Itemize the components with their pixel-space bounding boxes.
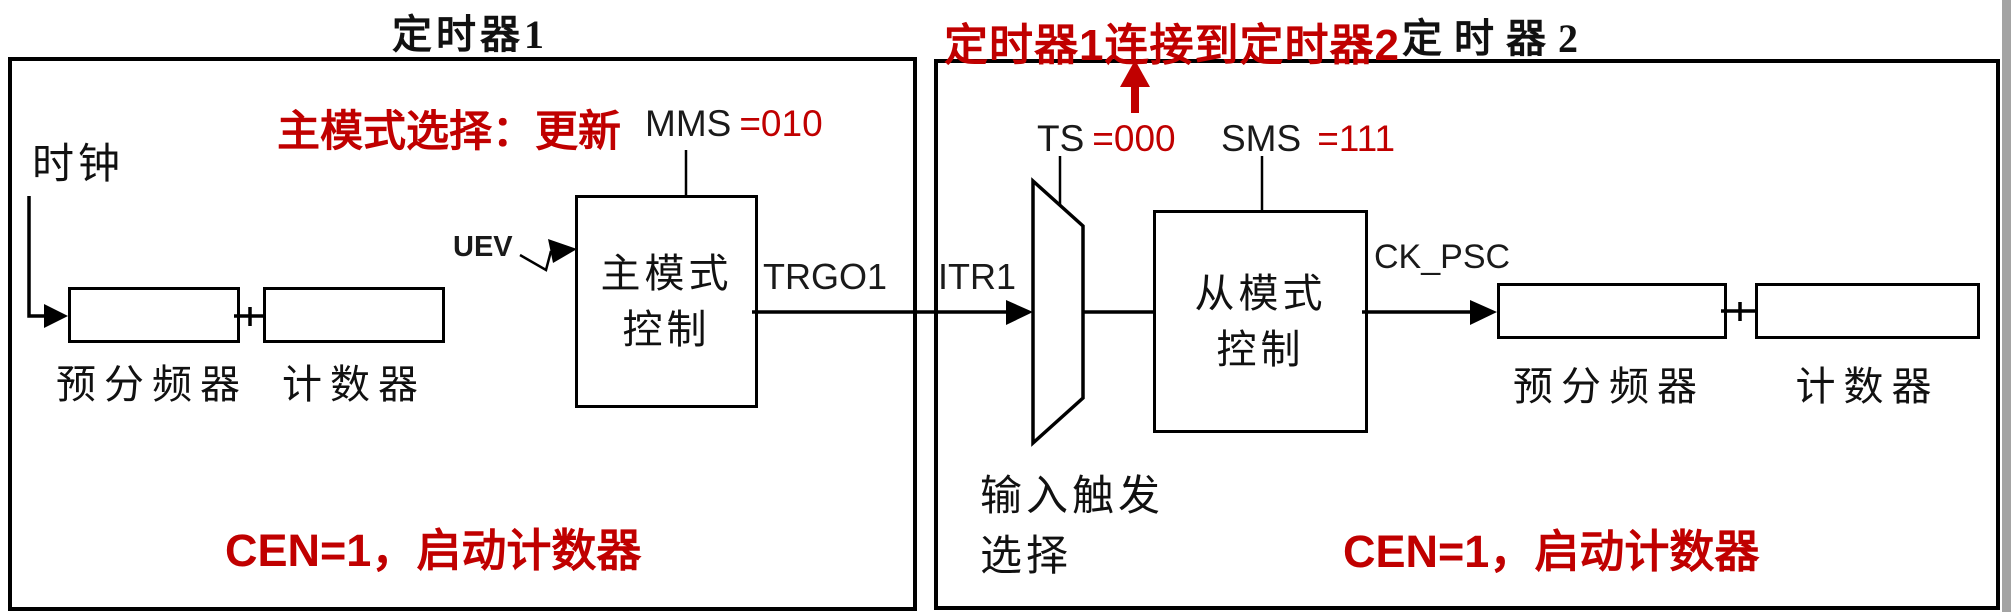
ts-value: =000 <box>1092 118 1176 159</box>
timer1-counter-box <box>263 287 445 343</box>
input-trigger-select-label-line2: 选择 <box>980 534 1073 580</box>
timer2-prescaler-label: 预分频器 <box>1513 364 1705 409</box>
master-mode-select-annotation: 主模式选择：更新 <box>277 108 621 156</box>
timer1-cen-annotation: CEN=1，启动计数器 <box>225 525 642 576</box>
timer-link-annotation: 定时器1连接到定时器2 <box>944 21 1400 70</box>
sms-label: SMS <box>1221 118 1302 159</box>
timer2-title: 定时器2 <box>1402 16 1590 61</box>
master-mode-control-box: 主模式 控制 <box>575 195 758 408</box>
timer2-frame <box>934 59 2000 610</box>
clock-label: 时钟 <box>32 142 125 188</box>
ts-label: TS <box>1037 118 1085 159</box>
master-mode-control-label: 主模式 控制 <box>600 250 733 352</box>
itr1-label: ITR1 <box>938 256 1017 297</box>
sms-value: =111 <box>1317 118 1396 159</box>
timer2-counter-box <box>1755 283 1980 339</box>
timer2-cen-annotation: CEN=1，启动计数器 <box>1343 526 1760 577</box>
mms-label: MMS <box>645 103 732 144</box>
timer1-title: 定时器1 <box>392 12 548 57</box>
timer1-frame <box>8 57 917 611</box>
timer1-counter-label: 计数器 <box>282 362 426 407</box>
trgo1-label: TRGO1 <box>763 256 888 297</box>
sms-setting: SMS =111 <box>1221 118 1395 160</box>
timer1-prescaler-label: 预分频器 <box>56 362 248 407</box>
mms-value: =010 <box>739 103 823 144</box>
input-trigger-select-label-line1: 输入触发 <box>980 474 1165 520</box>
uev-label: UEV <box>453 231 513 263</box>
slave-mode-control-box: 从模式 控制 <box>1153 210 1368 433</box>
timer2-counter-label: 计数器 <box>1795 364 1940 409</box>
timer2-prescaler-box <box>1497 283 1727 339</box>
slave-mode-control-label: 从模式 控制 <box>1194 270 1327 372</box>
ts-setting: TS =000 <box>1037 118 1176 160</box>
ck-psc-label: CK_PSC <box>1374 238 1511 276</box>
timer1-prescaler-box <box>68 287 240 343</box>
mms-setting: MMS =010 <box>645 103 823 145</box>
right-edge-strip <box>2002 0 2011 612</box>
